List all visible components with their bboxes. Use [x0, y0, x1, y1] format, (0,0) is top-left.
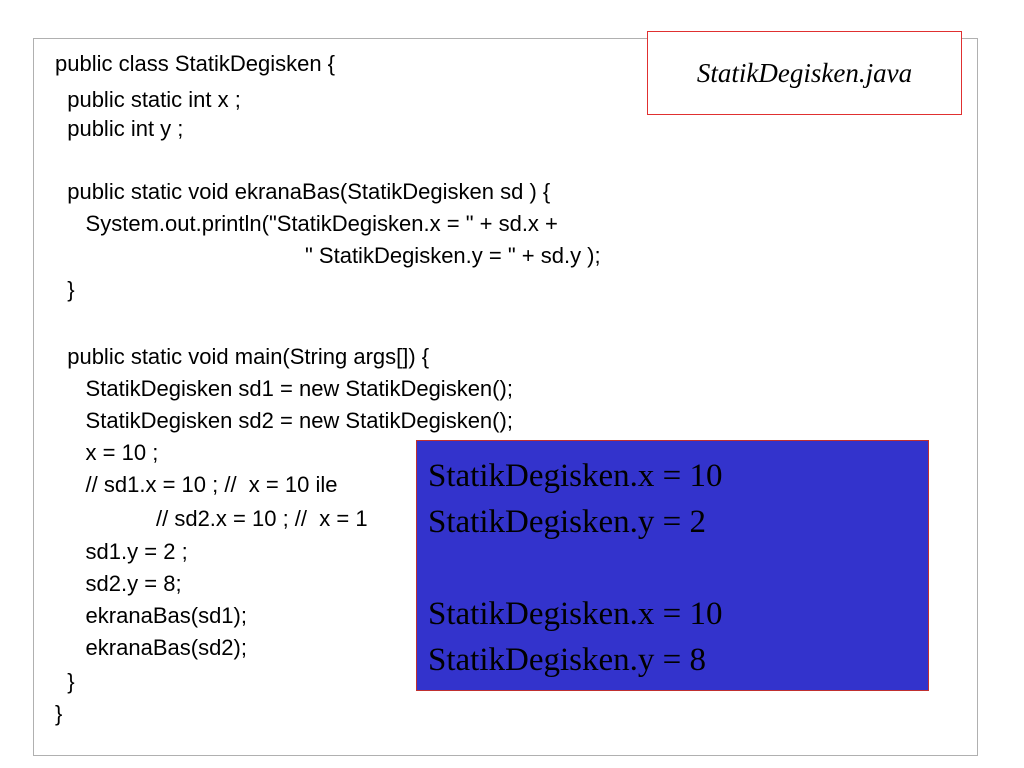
- code-line: StatikDegisken sd1 = new StatikDegisken(…: [55, 376, 513, 401]
- code-line: StatikDegisken sd2 = new StatikDegisken(…: [55, 408, 513, 433]
- code-line: public int y ;: [55, 116, 184, 141]
- code-line: }: [55, 277, 75, 302]
- code-line: }: [55, 669, 75, 694]
- filename-box: StatikDegisken.java: [647, 31, 962, 115]
- output-line: [428, 545, 928, 591]
- code-line: sd2.y = 8;: [55, 571, 182, 596]
- output-box: StatikDegisken.x = 10 StatikDegisken.y =…: [416, 440, 929, 691]
- output-line: StatikDegisken.y = 2: [428, 504, 707, 540]
- code-line: ekranaBas(sd2);: [55, 635, 247, 660]
- code-line: }: [55, 701, 63, 726]
- code-line: " StatikDegisken.y = " + sd.y );: [305, 243, 601, 268]
- filename-label: StatikDegisken.java: [696, 57, 913, 88]
- output-line: StatikDegisken.x = 10: [428, 596, 723, 632]
- code-line: // sd1.x = 10 ; // x = 10 ile: [55, 472, 338, 497]
- output-line: StatikDegisken.y = 8: [428, 642, 707, 678]
- code-line: public static void ekranaBas(StatikDegis…: [55, 179, 551, 204]
- code-line: public static void main(String args[]) {: [55, 344, 430, 369]
- code-line: System.out.println("StatikDegisken.x = "…: [55, 211, 558, 236]
- code-line: x = 10 ;: [55, 440, 159, 465]
- code-line: // sd2.x = 10 ; // x = 1: [156, 506, 368, 531]
- code-line: public class StatikDegisken {: [55, 51, 336, 76]
- code-line: public static int x ;: [55, 87, 241, 112]
- output-line: StatikDegisken.x = 10: [428, 458, 723, 494]
- code-line: sd1.y = 2 ;: [55, 539, 188, 564]
- code-line: ekranaBas(sd1);: [55, 603, 247, 628]
